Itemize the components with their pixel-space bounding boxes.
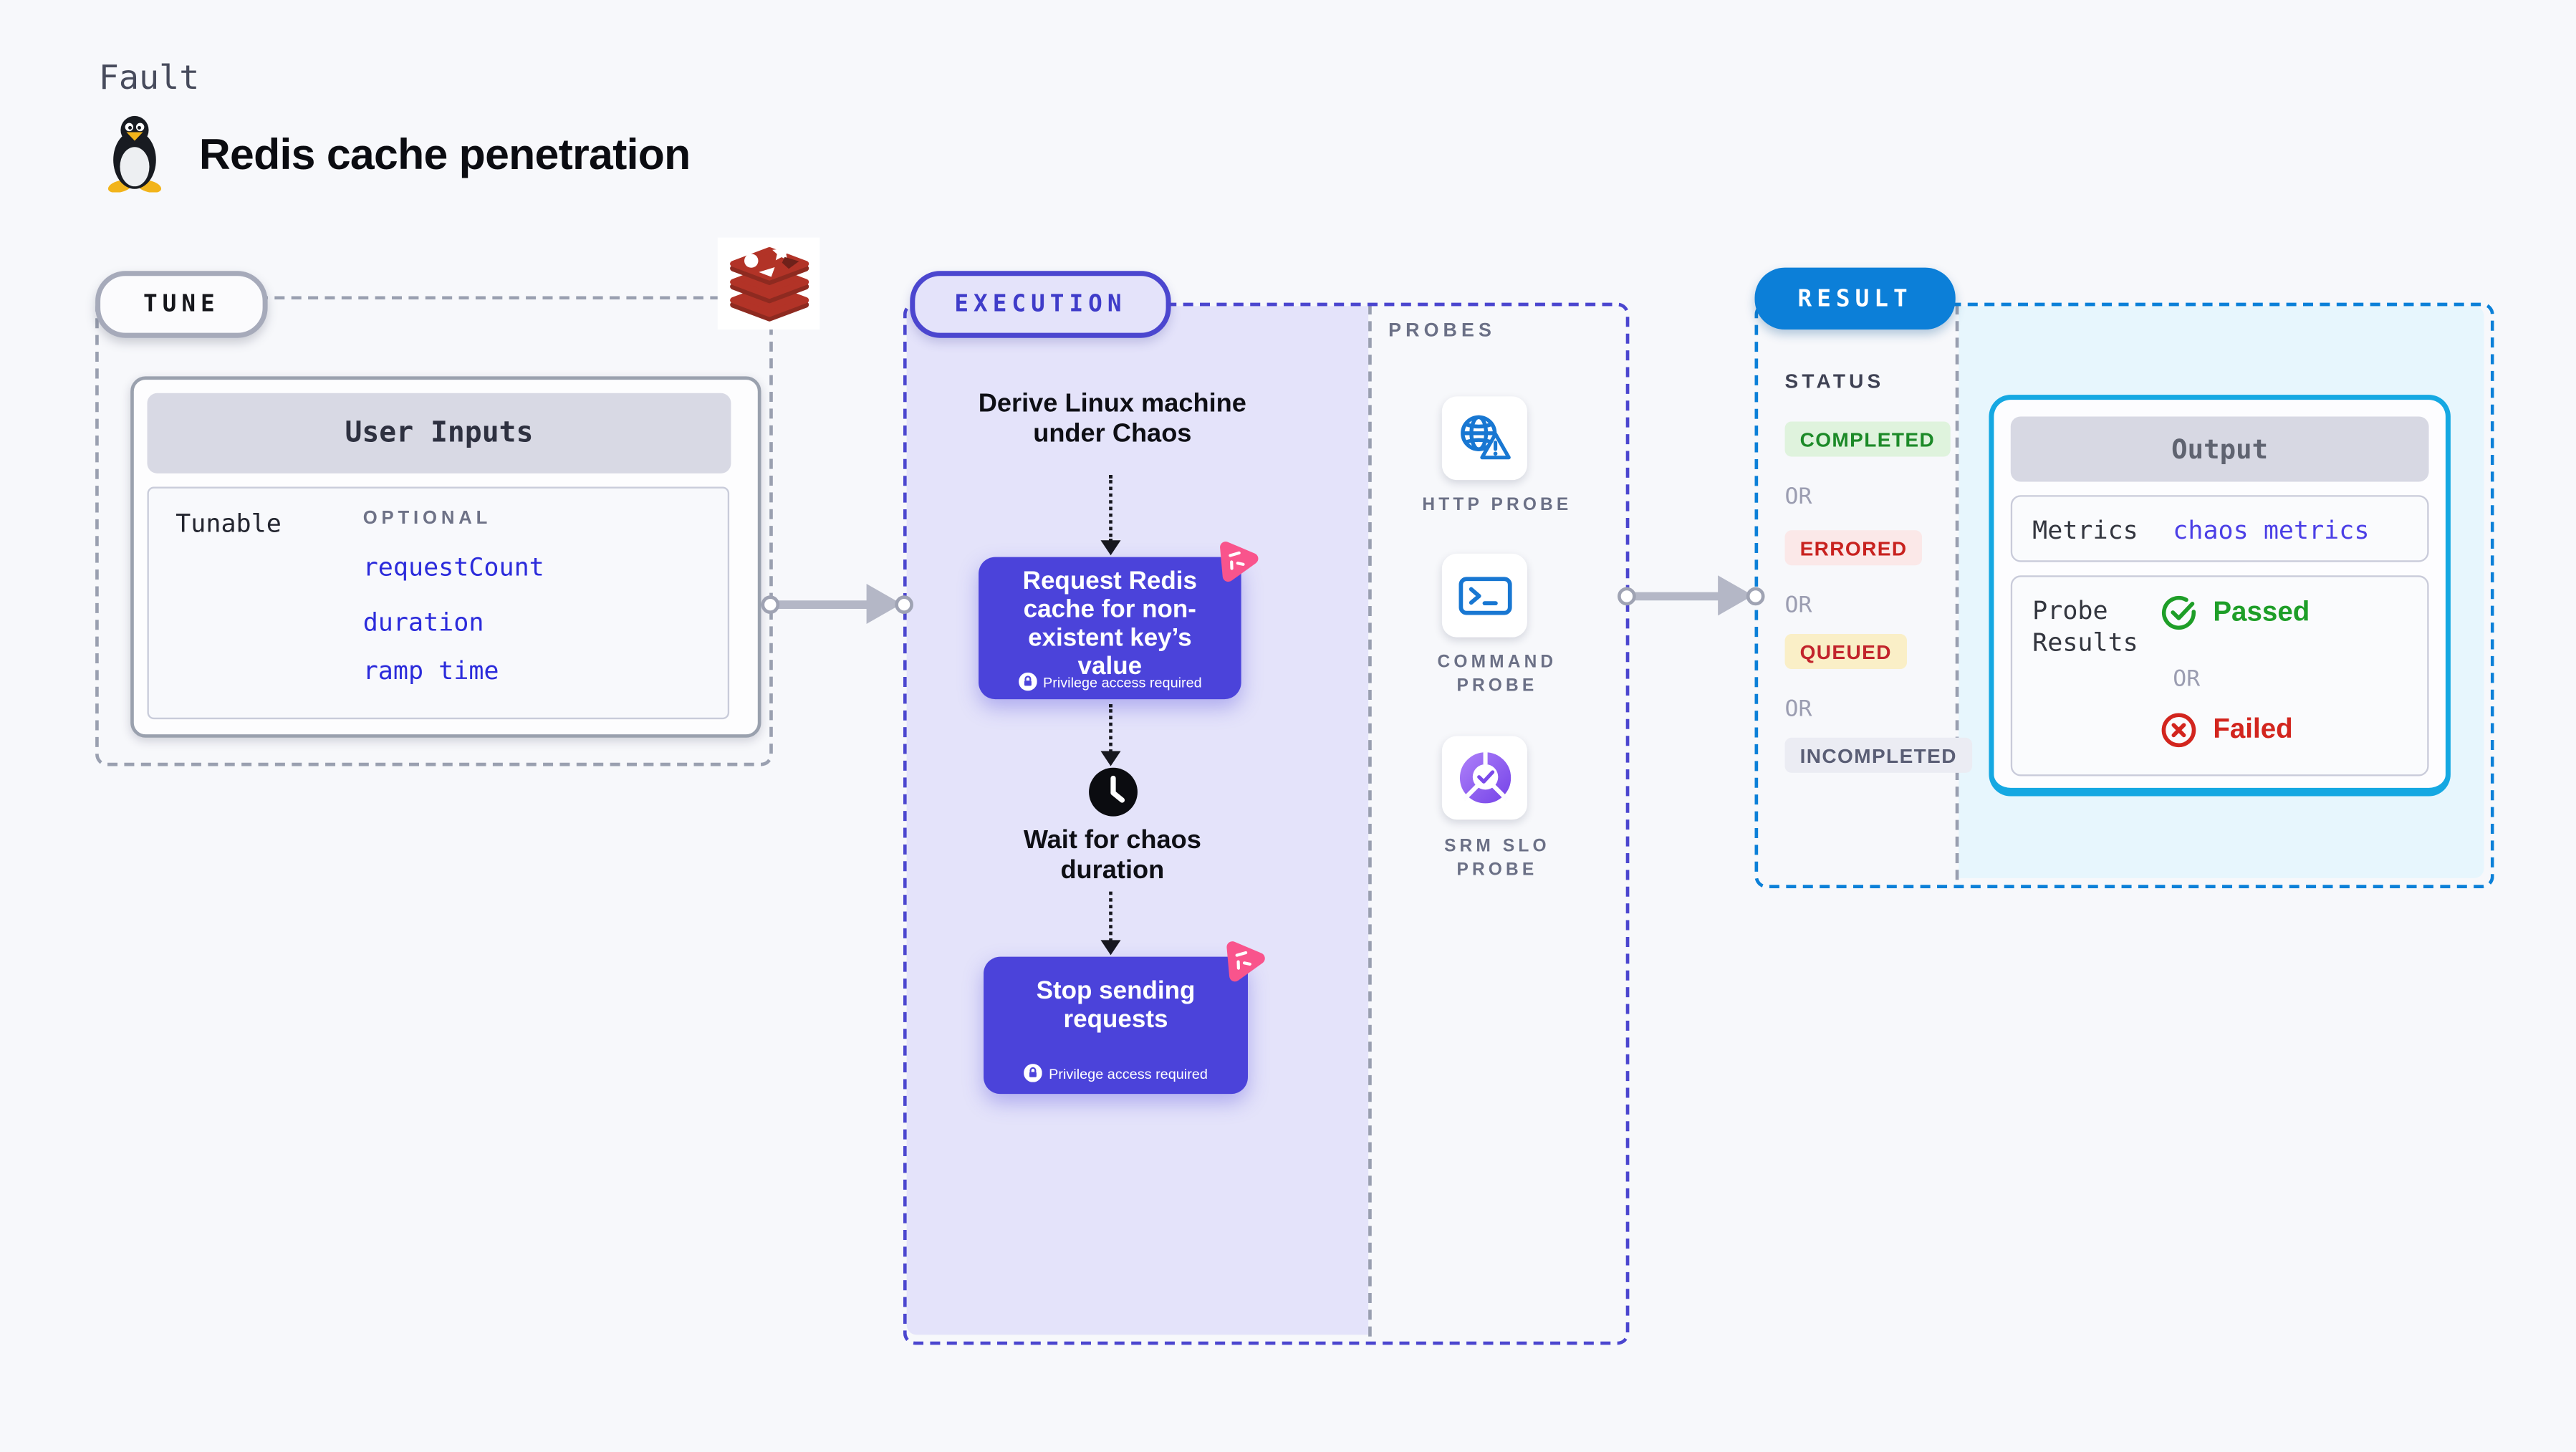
output-header: Output: [2010, 416, 2429, 482]
wait-step-label: Wait for chaos duration: [1023, 826, 1201, 885]
status-badge-incompleted: INCOMPLETED: [1784, 737, 1972, 773]
flow-arrow-down: [1100, 704, 1120, 766]
request-redis-step-label: Request Redis cache for non- existent ke…: [1022, 567, 1197, 681]
failed-result: Failed: [2160, 711, 2293, 749]
derive-step-label: Derive Linux machine under Chaos: [978, 390, 1246, 449]
result-status-divider: [1955, 304, 1959, 880]
tune-section-frame: [95, 296, 773, 766]
chaos-experiment-icon: [1221, 938, 1267, 984]
metrics-row: Metrics chaos metrics: [2010, 495, 2429, 562]
probes-label: PROBES: [1388, 321, 1496, 342]
page-title: Redis cache penetration: [198, 128, 691, 179]
passed-label: Passed: [2213, 597, 2310, 628]
status-badge-queued: QUEUED: [1784, 634, 1907, 670]
probe-results-label: Probe Results: [2032, 595, 2138, 658]
optional-label: OPTIONAL: [362, 508, 492, 529]
tune-pill: TUNE: [95, 271, 268, 338]
tunable-link-duration[interactable]: duration: [362, 607, 484, 638]
or-label: OR: [1784, 696, 1812, 723]
privilege-note: Privilege access required: [1042, 673, 1202, 691]
connector-port: [1745, 586, 1764, 605]
probe-results-row: Probe Results Passed OR: [2010, 575, 2429, 777]
tunable-link-requestcount[interactable]: requestCount: [362, 552, 544, 582]
stop-requests-step-node: Stop sending requests Privilege access r…: [984, 941, 1265, 1095]
or-label: OR: [1784, 483, 1812, 511]
privilege-note: Privilege access required: [1049, 1064, 1208, 1082]
metrics-label: Metrics: [2032, 515, 2138, 546]
globe-alert-icon: [1456, 413, 1514, 464]
chaos-experiment-icon: [1214, 539, 1259, 584]
execution-to-result-arrow-line: [1630, 591, 1724, 600]
lock-icon: [1017, 672, 1037, 691]
terminal-icon: [1456, 573, 1513, 618]
execution-section-frame: [903, 302, 1630, 1345]
status-label: STATUS: [1784, 370, 1885, 393]
execution-flow-panel: [906, 306, 1369, 1335]
http-probe-card: [1441, 396, 1527, 481]
linux-tux-icon: [104, 114, 165, 193]
or-label: OR: [1784, 592, 1812, 619]
chaos-metrics-link[interactable]: chaos metrics: [2173, 515, 2370, 546]
connector-port: [1616, 586, 1635, 605]
redis-logo-icon: [717, 237, 820, 330]
user-inputs-card: User Inputs Tunable OPTIONAL requestCoun…: [130, 376, 761, 738]
check-circle-icon: [2160, 594, 2198, 633]
connector-port: [894, 595, 913, 613]
connector-port: [760, 595, 779, 613]
status-badge-completed: COMPLETED: [1784, 421, 1951, 457]
command-probe-card: [1441, 553, 1527, 638]
clock-icon: [1087, 766, 1139, 817]
flow-arrow-down: [1100, 475, 1120, 556]
privilege-row: Privilege access required: [979, 672, 1241, 691]
result-pill: RESULT: [1754, 267, 1956, 330]
command-probe-label: COMMAND PROBE: [1437, 652, 1557, 696]
stop-requests-step-label: Stop sending requests: [1036, 976, 1196, 1034]
execution-probes-divider: [1368, 304, 1372, 1337]
x-circle-icon: [2160, 711, 2198, 749]
user-inputs-body: Tunable OPTIONAL requestCount duration r…: [147, 486, 730, 720]
http-probe-label: HTTP PROBE: [1422, 495, 1572, 516]
user-inputs-header: User Inputs: [147, 393, 731, 473]
srm-slo-probe-label: SRM SLO PROBE: [1444, 836, 1550, 880]
tunable-link-ramp-time[interactable]: ramp time: [362, 655, 499, 686]
flow-arrow-down: [1100, 891, 1120, 956]
tunable-row-label: Tunable: [176, 508, 282, 539]
passed-result: Passed: [2160, 594, 2310, 633]
lock-icon: [1024, 1064, 1042, 1082]
execution-pill: EXECUTION: [910, 271, 1171, 338]
output-card: Output Metrics chaos metrics Probe Resul…: [1989, 395, 2451, 797]
status-badge-errored: ERRORED: [1784, 530, 1923, 566]
fault-kicker: Fault: [98, 57, 200, 97]
srm-slo-probe-card: [1441, 736, 1527, 820]
or-label: OR: [2173, 665, 2201, 693]
request-redis-step-node: Request Redis cache for non- existent ke…: [979, 542, 1259, 700]
tune-to-execution-arrow-line: [774, 600, 872, 608]
slo-donut-icon: [1456, 749, 1513, 806]
privilege-row: Privilege access required: [984, 1064, 1248, 1082]
failed-label: Failed: [2213, 714, 2293, 745]
